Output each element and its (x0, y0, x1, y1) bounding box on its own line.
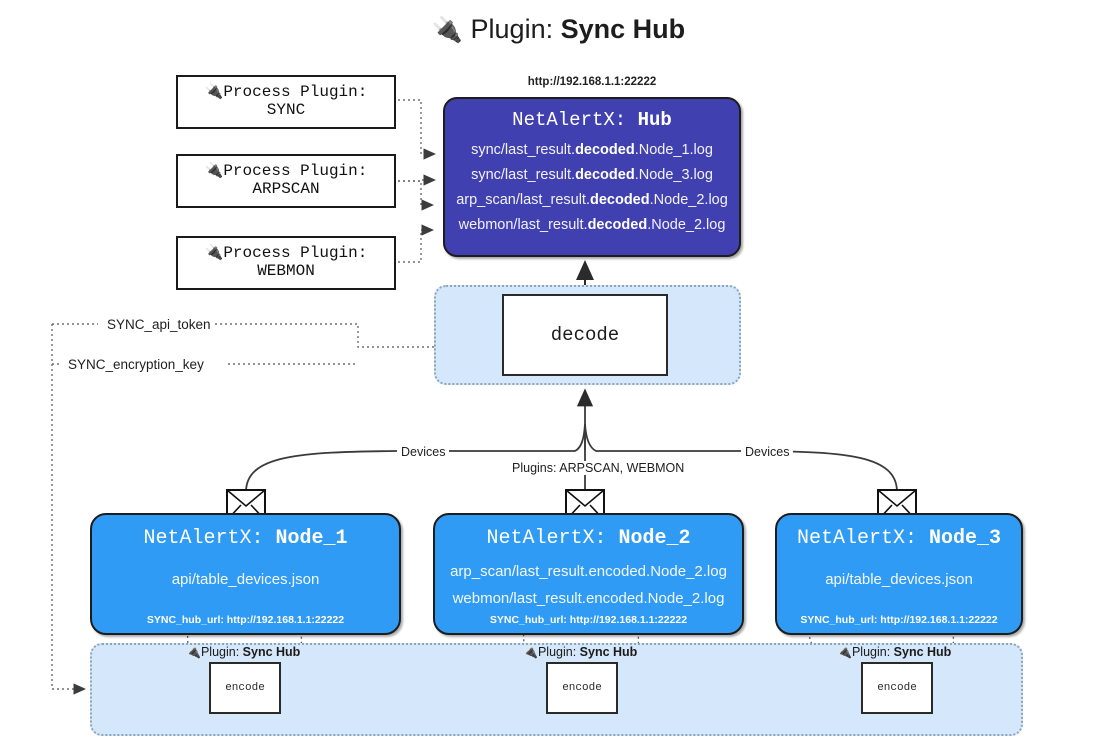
node-title: NetAlertX: Node_1 (143, 527, 348, 550)
node-title: NetAlertX: Node_2 (486, 527, 691, 550)
decode-box[interactable]: decode (502, 294, 668, 376)
process-plugin-heading: 🔌Process Plugin: (204, 244, 368, 263)
node-hub-url: SYNC_hub_url: http://192.168.1.1:22222 (489, 614, 688, 626)
encode-box-node-3[interactable]: encode (861, 662, 933, 714)
node-lines: arp_scan/last_result.encoded.Node_2.log … (435, 558, 742, 612)
process-plugin-name: ARPSCAN (252, 180, 320, 198)
node-log-line: api/table_devices.json (825, 571, 973, 588)
process-plugin-name: WEBMON (257, 262, 315, 280)
encode-caption: 🔌Plugin: Sync Hub (837, 645, 952, 659)
hub-title: NetAlertX: Hub (512, 109, 672, 131)
node-hub-url: SYNC_hub_url: http://192.168.1.1:22222 (800, 614, 998, 626)
devices-label-left: Devices (397, 445, 450, 459)
node-hub-url: SYNC_hub_url: http://192.168.1.1:22222 (146, 614, 345, 626)
node-3[interactable]: NetAlertX: Node_3 api/table_devices.json… (775, 513, 1023, 635)
plugins-label: Plugins: ARPSCAN, WEBMON (508, 461, 689, 475)
node-log-line: api/table_devices.json (171, 571, 320, 588)
hub-node[interactable]: NetAlertX: Hub sync/last_result.decoded.… (443, 97, 741, 257)
devices-label-right: Devices (741, 445, 794, 459)
encode-box-node-1[interactable]: encode (209, 662, 281, 714)
node-1[interactable]: NetAlertX: Node_1 api/table_devices.json… (90, 513, 401, 635)
node-lines: api/table_devices.json (777, 566, 1021, 593)
plug-icon: 🔌 (837, 645, 852, 659)
process-plugin-heading: 🔌Process Plugin: (204, 83, 368, 102)
node-lines: api/table_devices.json (92, 566, 399, 593)
plug-icon: 🔌 (523, 645, 538, 659)
process-plugin-heading: 🔌Process Plugin: (204, 162, 368, 181)
page-title-prefix: Plugin: (470, 14, 561, 44)
sync-encryption-key-label: SYNC_encryption_key (65, 357, 207, 372)
sync-api-token-label: SYNC_api_token (104, 317, 214, 332)
process-plugin-arpscan[interactable]: 🔌Process Plugin: ARPSCAN (176, 154, 396, 208)
plug-icon: 🔌 (204, 245, 224, 263)
process-plugin-webmon[interactable]: 🔌Process Plugin: WEBMON (176, 236, 396, 290)
node-title: NetAlertX: Node_3 (796, 527, 1002, 550)
node-log-line: arp_scan/last_result.encoded.Node_2.log (450, 563, 727, 580)
page-title: 🔌 Plugin: Sync Hub (0, 14, 1117, 45)
hub-log-line: webmon/last_result.decoded.Node_2.log (458, 216, 726, 233)
plug-icon: 🔌 (204, 84, 224, 102)
node-log-line: webmon/last_result.encoded.Node_2.log (452, 590, 725, 607)
hub-log-line: arp_scan/last_result.decoded.Node_2.log (456, 191, 728, 208)
encode-caption: 🔌Plugin: Sync Hub (186, 645, 301, 659)
hub-log-line: sync/last_result.decoded.Node_1.log (471, 142, 713, 158)
encode-caption: 🔌Plugin: Sync Hub (523, 645, 638, 659)
plug-icon: 🔌 (431, 16, 464, 44)
encode-box-node-2[interactable]: encode (546, 662, 618, 714)
plug-icon: 🔌 (204, 163, 224, 181)
process-plugin-sync[interactable]: 🔌Process Plugin: SYNC (176, 75, 396, 129)
hub-url-label: http://192.168.1.1:22222 (527, 76, 657, 88)
page-title-name: Sync Hub (560, 14, 686, 44)
plug-icon: 🔌 (186, 645, 201, 659)
process-plugin-name: SYNC (266, 101, 306, 119)
node-2[interactable]: NetAlertX: Node_2 arp_scan/last_result.e… (433, 513, 744, 635)
hub-log-line: sync/last_result.decoded.Node_3.log (471, 166, 713, 183)
